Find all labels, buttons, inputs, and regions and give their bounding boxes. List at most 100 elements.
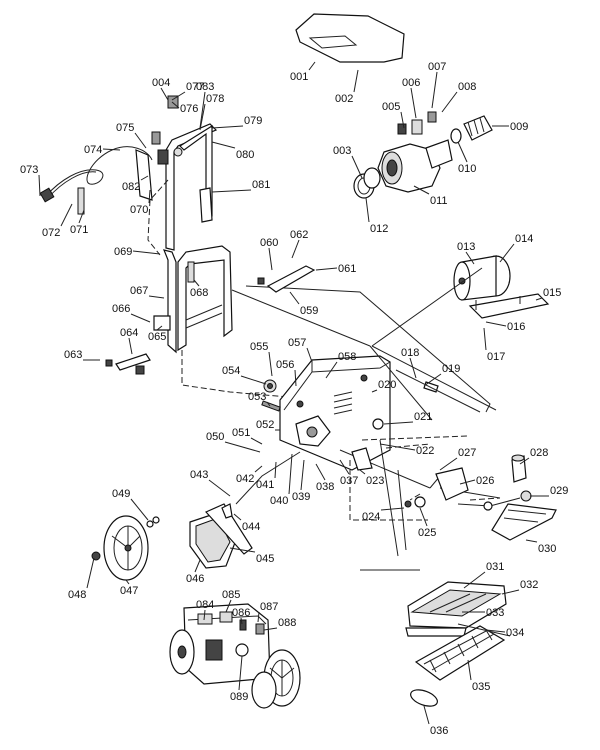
leader-line-022 [379,443,416,451]
part-label-001: 001 [290,71,308,83]
part-label-063: 063 [64,349,82,361]
leader-line-070 [148,189,151,204]
part-label-065: 065 [148,331,166,343]
part-label-062: 062 [290,229,308,241]
part-label-013: 013 [457,241,475,253]
part-label-079: 079 [244,115,262,127]
part-label-089: 089 [230,691,248,703]
part-label-057: 057 [288,337,306,349]
part-label-023: 023 [366,475,384,487]
part-label-053: 053 [248,391,266,403]
part-label-030: 030 [538,543,556,555]
cable [45,146,153,197]
part-label-026: 026 [476,475,494,487]
leader-line-019 [423,373,442,387]
part-label-004: 004 [152,77,170,89]
part-label-087: 087 [260,601,278,613]
part-label-076: 076 [180,103,198,115]
part-label-083: 083 [196,81,214,93]
part-label-086: 086 [232,607,250,619]
leader-line-046 [194,559,201,573]
part-label-006: 006 [402,77,420,89]
leader-line-073 [38,174,41,197]
leader-line-042 [254,465,263,473]
part-drawings [39,13,557,709]
leader-line-040 [288,453,293,495]
part-label-068: 068 [190,287,208,299]
leader-line-078 [199,103,206,131]
leader-line-028 [519,457,530,465]
leader-line-056 [294,369,297,387]
leader-line-089 [238,655,243,691]
part-label-009: 009 [510,121,528,133]
leader-line-041 [274,461,277,479]
part-label-036: 036 [430,725,448,737]
part-label-035: 035 [472,681,490,693]
leader-line-086 [240,617,243,625]
leader-line-065 [156,325,163,331]
part-label-080: 080 [236,149,254,161]
part-label-085: 085 [222,589,240,601]
leader-line-024 [380,507,405,511]
leader-line-084 [203,609,206,621]
leader-line-059 [289,291,300,305]
part-label-032: 032 [520,579,538,591]
frame-rails [231,267,497,421]
leader-line-083 [199,91,206,129]
leader-line-004 [160,87,169,101]
part-label-014: 014 [515,233,533,245]
leader-line-017 [483,327,487,351]
leader-line-088 [263,627,278,631]
part-label-012: 012 [370,223,388,235]
leader-line-032 [501,589,520,595]
part-label-045: 045 [256,553,274,565]
part-label-011: 011 [430,195,448,207]
part-label-010: 010 [458,163,476,175]
leader-line-069 [132,250,161,255]
leader-line-021 [383,421,414,425]
leader-line-045 [229,547,256,553]
part-label-052: 052 [256,419,274,431]
leader-line-025 [419,507,428,527]
leader-line-020 [371,389,378,393]
part-label-054: 054 [222,365,240,377]
part-label-082: 082 [122,181,140,193]
leader-line-047 [125,579,130,585]
leader-lines [38,61,549,725]
part-label-025: 025 [418,527,436,539]
part-label-058: 058 [338,351,356,363]
part-label-024: 024 [362,511,380,523]
wheel [91,515,160,581]
leader-line-061 [315,267,338,271]
leader-line-007 [431,71,438,109]
part-label-007: 007 [428,61,446,73]
leader-line-062 [291,239,300,259]
leader-line-035 [467,659,472,681]
leader-line-030 [525,539,538,543]
part-label-019: 019 [442,363,460,375]
belt-assembly [189,451,301,569]
leader-line-066 [130,313,151,323]
leader-line-031 [463,571,486,589]
leader-line-037 [339,459,350,475]
part-label-029: 029 [550,485,568,497]
leader-line-077 [171,91,186,101]
part-label-044: 044 [242,521,260,533]
part-label-037: 037 [340,475,358,487]
leader-line-027 [439,457,458,471]
leader-line-003 [351,155,363,179]
leader-line-015 [535,297,543,301]
leader-line-076 [171,101,180,109]
part-label-047: 047 [120,585,138,597]
part-label-016: 016 [507,321,525,333]
part-label-031: 031 [486,561,504,573]
part-label-064: 064 [120,327,138,339]
handle-assembly [147,123,301,399]
control-panel-inset [169,603,301,709]
leader-line-080 [211,141,236,149]
leader-line-058 [325,361,338,379]
leader-line-049 [130,498,149,521]
part-label-015: 015 [543,287,561,299]
main-housing [261,355,391,471]
